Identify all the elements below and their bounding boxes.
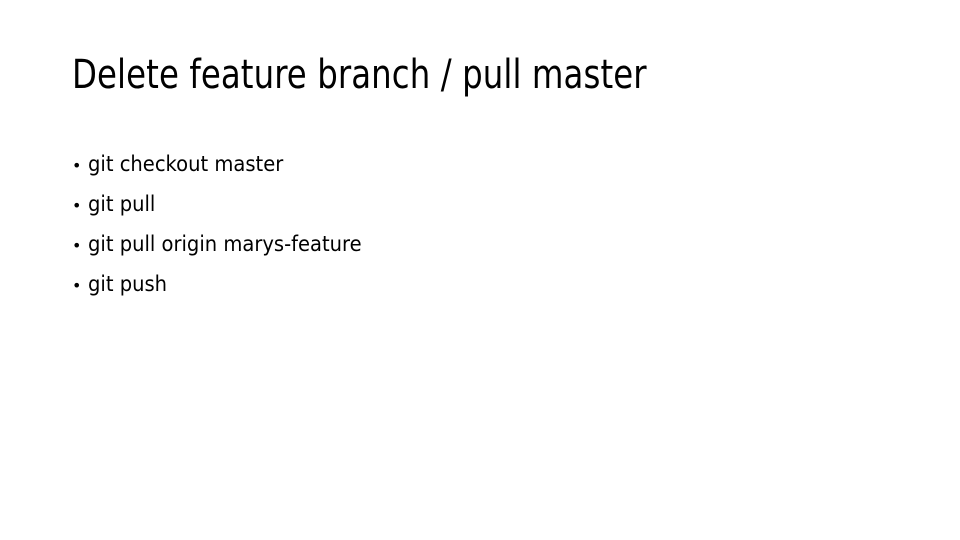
bullet-list: • git checkout master • git pull • git pull… (72, 144, 892, 304)
list-item: • git pull (72, 184, 892, 224)
list-item: • git checkout master (72, 144, 892, 184)
list-item-label: git pull (88, 192, 156, 216)
bullet-dot-icon: • (72, 236, 82, 255)
list-item: • git push (72, 264, 892, 304)
list-item-label: git checkout master (88, 152, 284, 176)
page-title: Delete feature branch / pull master (72, 52, 647, 98)
bullet-dot-icon: • (72, 156, 82, 175)
list-item-label: git pull origin marys-feature (88, 232, 362, 256)
list-item-label: git push (88, 272, 168, 296)
bullet-dot-icon: • (72, 276, 82, 295)
bullet-dot-icon: • (72, 196, 82, 215)
list-item: • git pull origin marys-feature (72, 224, 892, 264)
